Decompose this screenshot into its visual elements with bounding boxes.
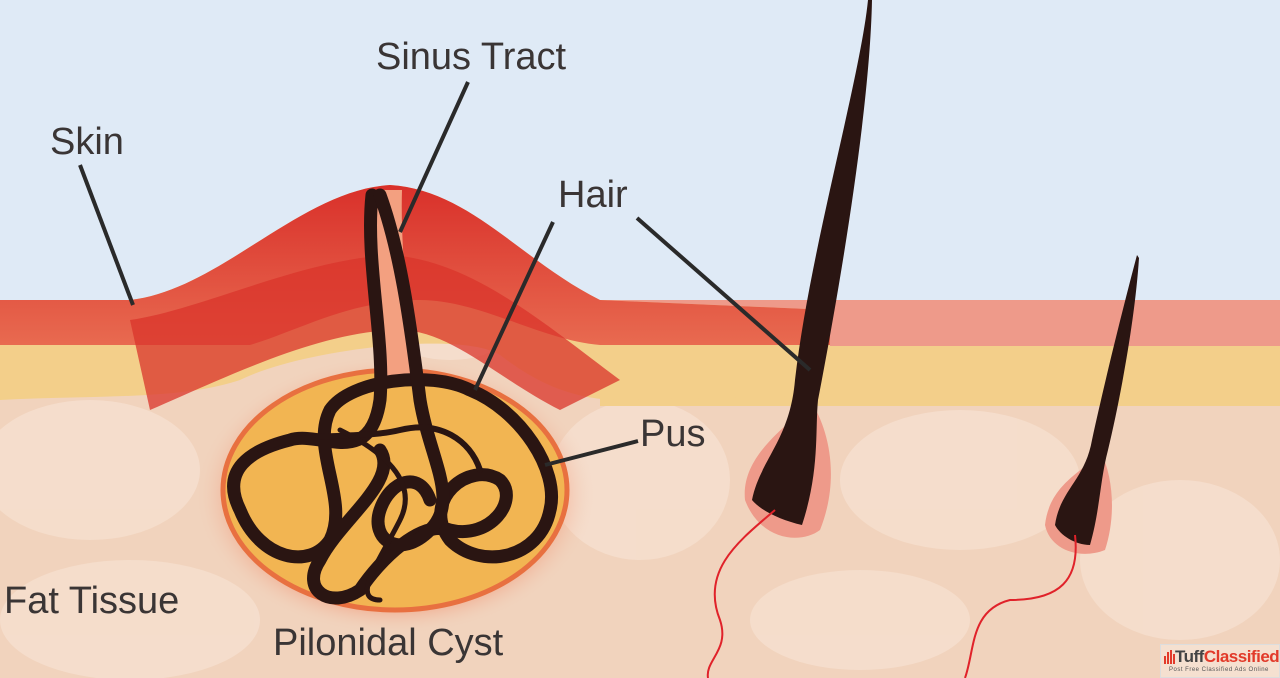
hair-2 xyxy=(1055,255,1139,545)
watermark-brand-part2: Classified xyxy=(1203,647,1280,666)
watermark-tagline: Post Free Classified Ads Online xyxy=(1169,667,1269,673)
leader-lines xyxy=(78,81,812,467)
label-skin: Skin xyxy=(50,121,124,163)
nerves xyxy=(706,509,1077,678)
label-pus: Pus xyxy=(640,413,706,455)
label-pilonidal-cyst: Pilonidal Cyst xyxy=(273,622,504,664)
hair-1 xyxy=(752,0,872,525)
label-hair: Hair xyxy=(558,174,628,216)
watermark-brand-part1: Tuff xyxy=(1175,647,1204,666)
watermark-brand: TuffClassified xyxy=(1175,647,1280,667)
inflamed-tissue xyxy=(130,255,620,410)
label-fat-tissue: Fat Tissue xyxy=(4,580,180,622)
bar-chart-logo-icon xyxy=(1164,650,1175,664)
watermark-logo: TuffClassified Post Free Classified Ads … xyxy=(1160,644,1280,678)
label-sinus-tract: Sinus Tract xyxy=(376,36,567,78)
tangled-hair xyxy=(227,188,558,605)
